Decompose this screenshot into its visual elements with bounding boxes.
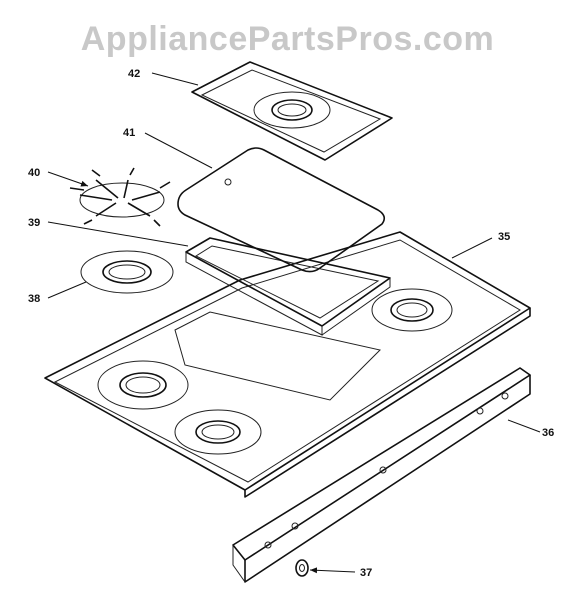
part-37-clip: [295, 559, 309, 577]
part-40-grate: [69, 167, 171, 227]
watermark: AppliancePartsPros.com: [80, 20, 495, 58]
callout-39: 39: [28, 217, 40, 229]
part-41-cover: [177, 147, 386, 273]
burner-left-front: [174, 409, 262, 455]
callout-37: 37: [360, 567, 372, 579]
callout-41: 41: [123, 127, 135, 139]
part-38-drip-bowl: [80, 250, 174, 294]
callout-40: 40: [28, 167, 40, 179]
callout-42: 42: [128, 68, 140, 80]
part-39-pan: [185, 237, 391, 336]
callout-38: 38: [28, 293, 40, 305]
part-35-cooktop: [44, 231, 531, 498]
burner-right-rear: [371, 288, 453, 332]
callout-35: 35: [498, 231, 510, 243]
callout-36: 36: [542, 427, 554, 439]
part-36-front-rail: [232, 367, 531, 583]
part-42-frame: [191, 61, 393, 161]
leader-lines: [47, 72, 541, 574]
burner-left-rear: [97, 360, 189, 410]
